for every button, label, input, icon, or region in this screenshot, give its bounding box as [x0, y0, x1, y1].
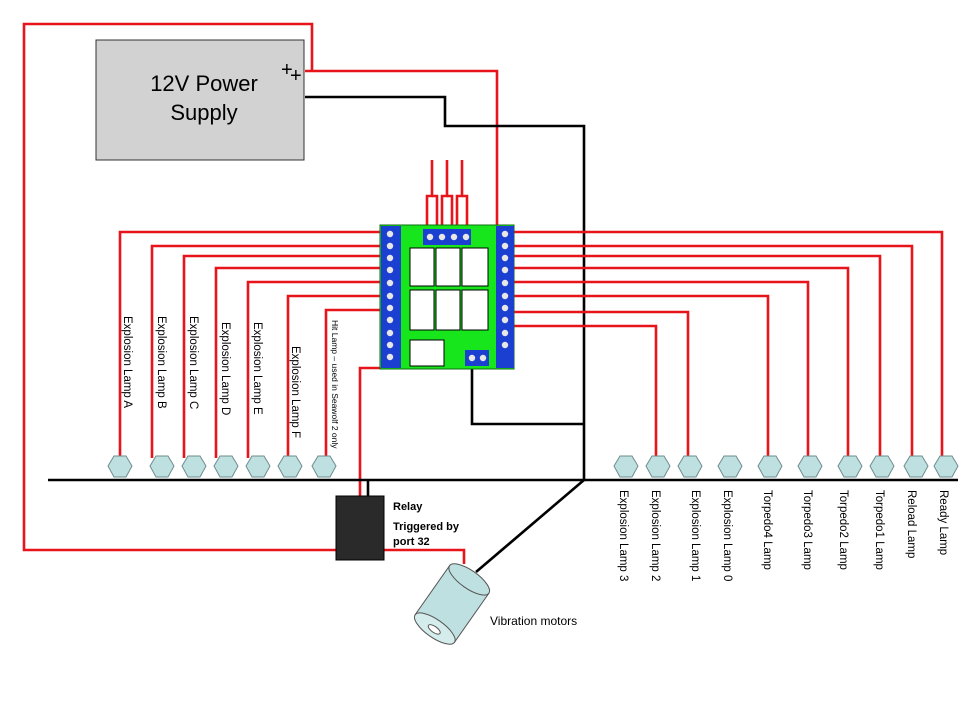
- lamp-hit: [311, 455, 337, 478]
- board-chips: [409, 247, 489, 367]
- lamp-explosion-c: [181, 455, 207, 478]
- left-lamps: [107, 455, 337, 478]
- top-connector-wires: [425, 160, 469, 231]
- controller-board: [379, 224, 515, 370]
- label-explosion-lamp-1: Explosion Lamp 1: [689, 490, 701, 581]
- right-lamps: [613, 455, 959, 478]
- plus-sign-a: +: [281, 59, 293, 81]
- right-lamp-wires: [505, 230, 944, 458]
- left-terminal-strip: [381, 226, 401, 368]
- relay-control-wire: [358, 366, 390, 496]
- left-lamp-labels: Explosion Lamp A Explosion Lamp B Explos…: [121, 316, 340, 449]
- label-ready-lamp: Ready Lamp: [937, 490, 949, 555]
- power-supply-title-line2: Supply: [170, 100, 237, 125]
- bottom-terminal-block: [465, 350, 489, 366]
- label-explosion-lamp-b: Explosion Lamp B: [155, 316, 167, 409]
- label-reload-lamp: Reload Lamp: [905, 490, 917, 558]
- lamp-reload: [903, 455, 929, 478]
- label-explosion-lamp-f: Explosion Lamp F: [289, 346, 301, 438]
- label-explosion-lamp-e: Explosion Lamp E: [251, 322, 263, 415]
- label-torpedo4-lamp: Torpedo4 Lamp: [761, 490, 773, 570]
- lamp-explosion-0: [717, 455, 743, 478]
- psu-ground-wire: [305, 95, 586, 480]
- label-explosion-lamp-a: Explosion Lamp A: [121, 316, 133, 408]
- right-terminal-strip: [496, 226, 514, 368]
- lamp-torpedo2: [837, 455, 863, 478]
- motor-label: Vibration motors: [490, 614, 577, 628]
- lamp-explosion-1: [677, 455, 703, 478]
- lamp-ready: [933, 455, 959, 478]
- lamp-explosion-2: [645, 455, 671, 478]
- lamp-explosion-d: [213, 455, 239, 478]
- label-explosion-lamp-0: Explosion Lamp 0: [721, 490, 733, 581]
- lamp-torpedo1: [869, 455, 895, 478]
- top-terminal-block: [423, 229, 471, 245]
- relay-title: Relay: [393, 501, 423, 513]
- right-lamp-labels: Explosion Lamp 3 Explosion Lamp 2 Explos…: [617, 490, 949, 581]
- lamp-torpedo4: [757, 455, 783, 478]
- board-ground-wire: [470, 364, 584, 426]
- label-torpedo2-lamp: Torpedo2 Lamp: [837, 490, 849, 570]
- power-supply: 12V Power Supply + +: [95, 39, 305, 161]
- psu-positive-board-wire: [305, 69, 499, 231]
- label-explosion-lamp-2: Explosion Lamp 2: [649, 490, 661, 581]
- lamp-explosion-3: [613, 455, 639, 478]
- label-explosion-lamp-d: Explosion Lamp D: [219, 322, 231, 415]
- lamp-explosion-a: [107, 455, 133, 478]
- motor-ground-wire: [475, 479, 585, 573]
- psu-positive-outer-wire: [22, 22, 466, 564]
- label-explosion-lamp-3: Explosion Lamp 3: [617, 490, 629, 581]
- label-torpedo1-lamp: Torpedo1 Lamp: [873, 490, 885, 570]
- power-supply-title-line1: 12V Power: [150, 71, 258, 96]
- label-torpedo3-lamp: Torpedo3 Lamp: [801, 490, 813, 570]
- lamp-explosion-f: [277, 455, 303, 478]
- vibration-motor-icon: Vibration motors: [413, 563, 577, 645]
- lamp-explosion-b: [149, 455, 175, 478]
- relay-desc-line2: port 32: [393, 536, 430, 548]
- left-lamp-wires: [118, 230, 390, 458]
- relay-desc-line1: Triggered by: [393, 521, 460, 533]
- lamp-explosion-e: [245, 455, 271, 478]
- label-hit-lamp: Hit Lamp – used in Seawolf 2 only: [330, 320, 340, 449]
- label-explosion-lamp-c: Explosion Lamp C: [187, 316, 199, 409]
- relay: Relay Triggered by port 32: [335, 495, 460, 561]
- lamp-torpedo3: [797, 455, 823, 478]
- plus-sign-b: +: [290, 65, 302, 87]
